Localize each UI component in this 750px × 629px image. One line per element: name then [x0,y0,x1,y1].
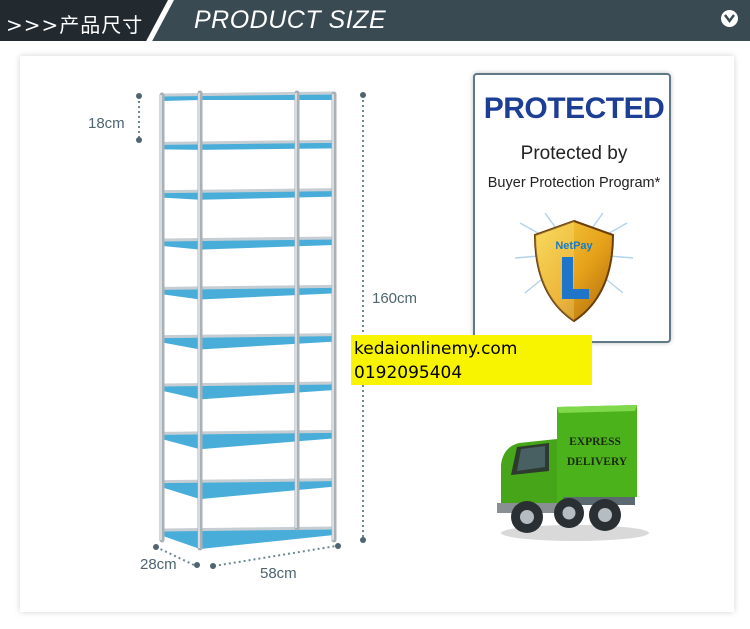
rack-shelf [163,334,334,350]
dimension-tier-gap: 18cm [88,115,125,132]
dimension-lines [138,95,364,567]
contact-box: kedaionlinemy.com 0192095404 [351,335,592,385]
header-cn-block: >>>产品尺寸 [0,0,172,41]
contact-website[interactable]: kedaionlinemy.com [354,339,518,359]
chevron-down-icon[interactable] [721,10,738,27]
protected-title: PROTECTED [483,92,665,125]
protection-program-text: Buyer Protection Program* [487,175,661,191]
header-title-en: PRODUCT SIZE [194,6,387,34]
rack-shelf [163,431,334,450]
rack-shelf-rail [162,139,335,145]
rack-shelf-rail [162,91,335,97]
dimension-depth: 28cm [140,556,177,573]
rack-shelf [163,383,334,400]
truck-text-delivery: DELIVERY [567,456,628,468]
rack-shelf-rail [162,284,335,290]
rack-shelf-rail [162,429,335,435]
rack-shelf-rail [162,381,335,387]
rack-shelf-rail [162,478,335,484]
rack-shelf-rail [162,188,335,194]
rack-shelves [162,91,335,549]
rack-shelf [163,528,334,549]
dimension-height: 160cm [372,290,418,307]
dimension-dots [136,92,366,569]
rack-shelf-rail [162,333,335,339]
dimension-width: 58cm [260,565,297,582]
rack-pole-highlights [160,93,334,548]
rack-shelf [163,479,334,500]
protected-by-text: Protected by [520,143,628,164]
shield-letter: L [575,291,578,297]
rack-poles [159,90,337,551]
buyer-protection-card: PROTECTED Protected by Buyer Protection … [473,73,671,343]
rack-shelf [163,286,334,300]
rack-shelf-rail [162,526,335,532]
header-title-cn: >>>产品尺寸 [6,13,144,37]
rack-shelf-rail [162,236,335,242]
netpay-logo-text: NetPay [555,240,593,252]
truck-text-express: EXPRESS [569,436,621,448]
header-bar: >>>产品尺寸 PRODUCT SIZE [0,0,750,41]
express-delivery-truck-icon: EXPRESS DELIVERY [497,405,649,541]
shield-icon: NetPay L [515,213,633,323]
contact-phone: 0192095404 [354,363,463,383]
